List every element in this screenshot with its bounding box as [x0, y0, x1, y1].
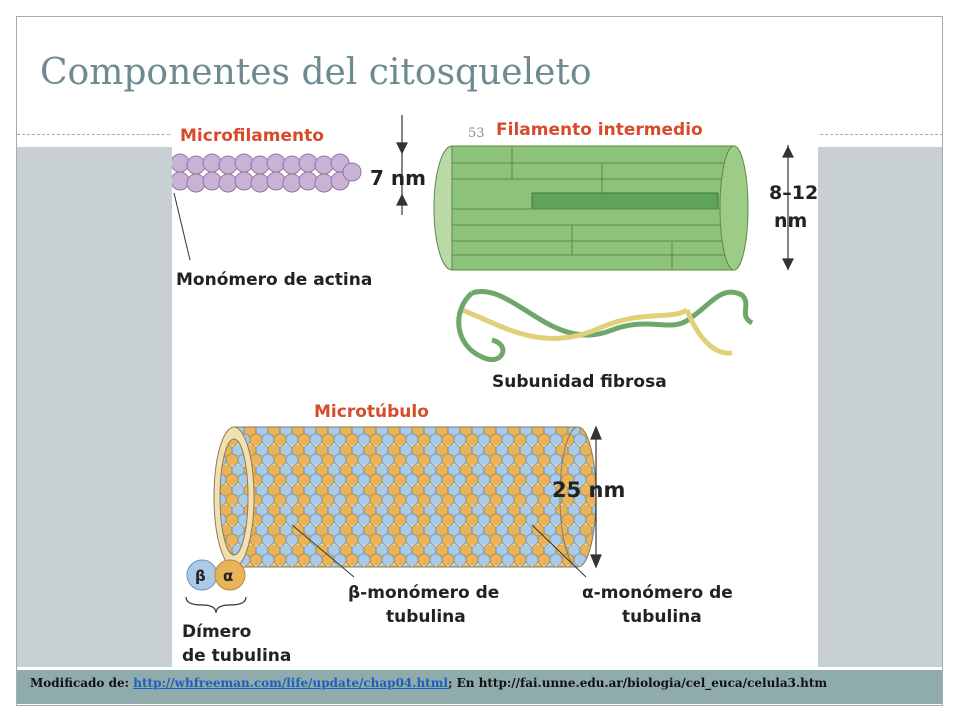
- footer-separator: ;: [447, 676, 453, 690]
- alpha-tubulin-icon: [214, 559, 246, 591]
- dimer-label-line2: de tubulina: [182, 646, 291, 666]
- footer-prefix: Modificado de:: [30, 676, 130, 690]
- alpha-monomer-label-line2: tubulina: [622, 607, 702, 627]
- intermediate-filament-label: Filamento intermedio: [496, 120, 703, 140]
- intermediate-size-arrow: [782, 145, 794, 271]
- slide-number: 53: [468, 126, 485, 141]
- source-link[interactable]: http://whfreeman.com/life/update/chap04.…: [133, 676, 448, 690]
- microfilament-size-arrow: [396, 115, 408, 215]
- intermediate-size-line2: nm: [774, 210, 807, 232]
- cytoskeleton-figure: Microfilamento 7 nm Monómero de actina F…: [170, 105, 818, 672]
- microtubule-tube: [213, 426, 597, 568]
- microfilament-size: 7 nm: [370, 166, 426, 190]
- slide-title: Componentes del citosqueleto: [40, 52, 592, 93]
- actin-leader: [173, 192, 191, 261]
- alpha-monomer-label-line1: α-monómero de: [582, 583, 733, 603]
- fibrous-subunit-label: Subunidad fibrosa: [492, 372, 667, 392]
- beta-monomer-label-line2: tubulina: [386, 607, 466, 627]
- intermediate-filament-cable: [433, 145, 749, 271]
- footer-citation: Modificado de: http://whfreeman.com/life…: [30, 676, 827, 690]
- microtubule-label: Microtúbulo: [314, 402, 429, 422]
- microfilament-label: Microfilamento: [180, 126, 324, 146]
- cytoskeleton-diagram: Microfilamento 7 nm Monómero de actina F…: [170, 115, 818, 666]
- beta-monomer-label-line1: β-monómero de: [348, 583, 499, 603]
- dimer-brace: [185, 596, 247, 614]
- beta-symbol: β: [195, 567, 206, 585]
- footer-band: [17, 670, 942, 704]
- dimer-label-line1: Dímero: [182, 622, 251, 642]
- fibrous-subunit: [456, 289, 754, 362]
- alpha-symbol: α: [223, 567, 233, 585]
- actin-monomer-label: Monómero de actina: [176, 270, 372, 290]
- footer-suffix: En http://fai.unne.edu.ar/biologia/cel_e…: [456, 676, 828, 690]
- intermediate-size-line1: 8–12: [769, 182, 818, 204]
- alpha-leader: [531, 524, 587, 578]
- microtubule-size-arrow: [590, 425, 602, 569]
- microfilament-strand: [170, 153, 362, 193]
- beta-leader: [291, 524, 355, 578]
- microtubule-size: 25 nm: [552, 478, 625, 502]
